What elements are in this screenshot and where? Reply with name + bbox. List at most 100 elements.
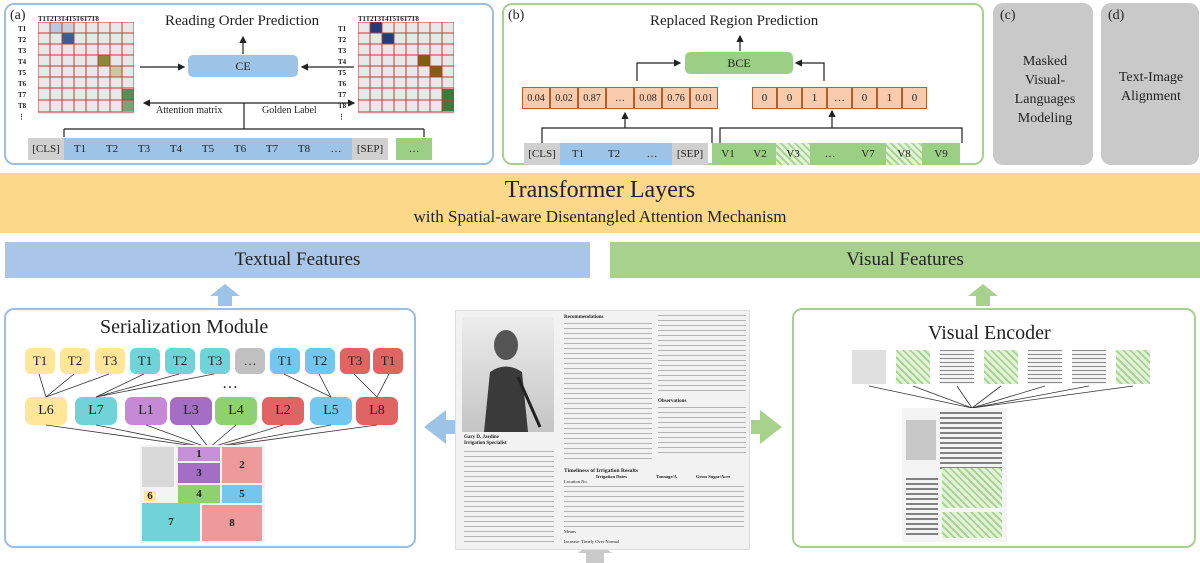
panel-b-arrows	[541, 34, 963, 143]
token: T2	[96, 138, 128, 160]
bce-loss-box: BCE	[685, 52, 793, 74]
panel-d-text: Text-Image Alignment	[1118, 70, 1184, 104]
patch-masked	[1116, 350, 1150, 384]
region-4: 4	[178, 485, 220, 503]
token: T8	[288, 138, 320, 160]
panel-b-title: Replaced Region Prediction	[650, 13, 819, 29]
token-ellipsis: …	[320, 138, 352, 160]
score-cell: 0.01	[690, 87, 718, 109]
token: T2	[596, 143, 632, 165]
panel-b-tag: (b)	[508, 8, 525, 23]
serialization-module	[4, 308, 416, 548]
token-chip: T3	[200, 348, 230, 374]
doc-role: Irrigation Specialist	[464, 441, 507, 446]
label-cell: …	[827, 87, 852, 109]
person-figure	[484, 330, 542, 432]
patch-masked	[984, 350, 1018, 384]
token-chip: T3	[340, 348, 370, 374]
label-cell: 0	[852, 87, 877, 109]
region-1: 1	[178, 447, 220, 461]
visual-token-replaced: V3	[776, 143, 810, 165]
token-ellipsis: …	[632, 143, 672, 165]
token-cls: [CLS]	[524, 143, 560, 165]
transformer-subtitle: with Spatial-aware Disentangled Attentio…	[413, 207, 787, 226]
serialization-arrows	[38, 373, 390, 449]
token-chip: T1	[373, 348, 403, 374]
golden-grid	[358, 22, 454, 114]
attention-grid	[38, 22, 134, 114]
region-2: 2	[222, 447, 262, 483]
token: T3	[128, 138, 160, 160]
layout-chip: L2	[262, 397, 304, 425]
region-6: 6	[144, 490, 156, 502]
panel-a-token-row: [CLS] T1 T2 T3 T4 T5 T6 T7 T8 … [SEP] …	[28, 138, 483, 160]
token-chip: T3	[95, 348, 125, 374]
region-8: 8	[202, 505, 262, 541]
token-visual-ellipsis: …	[396, 138, 432, 160]
label-cell: 1	[877, 87, 902, 109]
doc-table-title: Timeliness of Irrigation Results	[564, 468, 638, 474]
doc-increase: Increase: Timely Over Normal	[564, 539, 620, 544]
matrix-col-labels: T1T2T3T4T5T6T7T8	[38, 15, 99, 23]
panel-d-tag: (d)	[1108, 8, 1125, 23]
visual-token: V7	[850, 143, 886, 165]
visual-token-replaced: V8	[886, 143, 922, 165]
document-photo	[462, 317, 554, 432]
visual-encoder-arrows	[868, 385, 1134, 409]
thumb-photo	[142, 447, 174, 487]
token-chip: T2	[165, 348, 195, 374]
patch	[852, 350, 886, 384]
document-page: Gary D. Jardine Irrigation Specialist Re…	[455, 310, 750, 550]
layout-chip: L1	[125, 397, 167, 425]
patch	[1028, 350, 1062, 384]
layout-chip: L5	[310, 397, 352, 425]
layout-chip: L8	[356, 397, 398, 425]
doc-col2-text	[658, 315, 746, 395]
doc-table-header-4: Gross Sugar/Acre	[696, 474, 731, 479]
score-cell: 0.87	[578, 87, 606, 109]
label-row: 0 0 1 … 0 1 0	[752, 87, 927, 109]
token: T5	[192, 138, 224, 160]
token-sep: [SEP]	[352, 138, 388, 160]
doc-italic-text	[464, 451, 554, 543]
panel-c-tag: (c)	[1000, 8, 1016, 23]
label-cell: 0	[752, 87, 777, 109]
label-cell: 0	[902, 87, 927, 109]
token: T1	[560, 143, 596, 165]
visual-token: V9	[922, 143, 960, 165]
patch-row	[852, 350, 1192, 386]
token-cls: [CLS]	[28, 138, 64, 160]
doc-observations-heading: Observations	[658, 399, 687, 404]
patch-masked	[896, 350, 930, 384]
thumb-masked-table	[942, 512, 1002, 538]
doc-table-rows	[564, 486, 744, 528]
doc-col1-heading: Recommendations	[564, 315, 604, 320]
token-sep: [SEP]	[672, 143, 708, 165]
layout-chip: L6	[25, 397, 67, 425]
label-cell: 0	[777, 87, 802, 109]
token: T4	[160, 138, 192, 160]
matrix-col-labels-right: T1T2T3T4T5T6T7T8	[358, 15, 419, 23]
score-cell: 0.76	[662, 87, 690, 109]
visual-token: V1	[712, 143, 744, 165]
visual-encoder-title: Visual Encoder	[928, 322, 1051, 344]
score-cell: 0.02	[550, 87, 578, 109]
layout-chip: L4	[215, 397, 257, 425]
token: T7	[256, 138, 288, 160]
panel-a	[4, 3, 494, 165]
doc-col2-text-b	[658, 407, 746, 457]
patch	[1072, 350, 1106, 384]
thumb-text	[940, 412, 1002, 472]
token: T6	[224, 138, 256, 160]
layout-thumbnail: 1 3 4 2 5 6 7 8	[140, 445, 265, 543]
thumb-masked-region	[942, 468, 1002, 508]
serialization-title: Serialization Module	[100, 316, 269, 338]
doc-name: Gary D. Jardine	[464, 435, 499, 440]
masked-document-thumbnail	[902, 408, 1007, 542]
panel-a-tag: (a)	[10, 8, 26, 23]
textual-features-bar: Textual Features	[5, 242, 590, 278]
